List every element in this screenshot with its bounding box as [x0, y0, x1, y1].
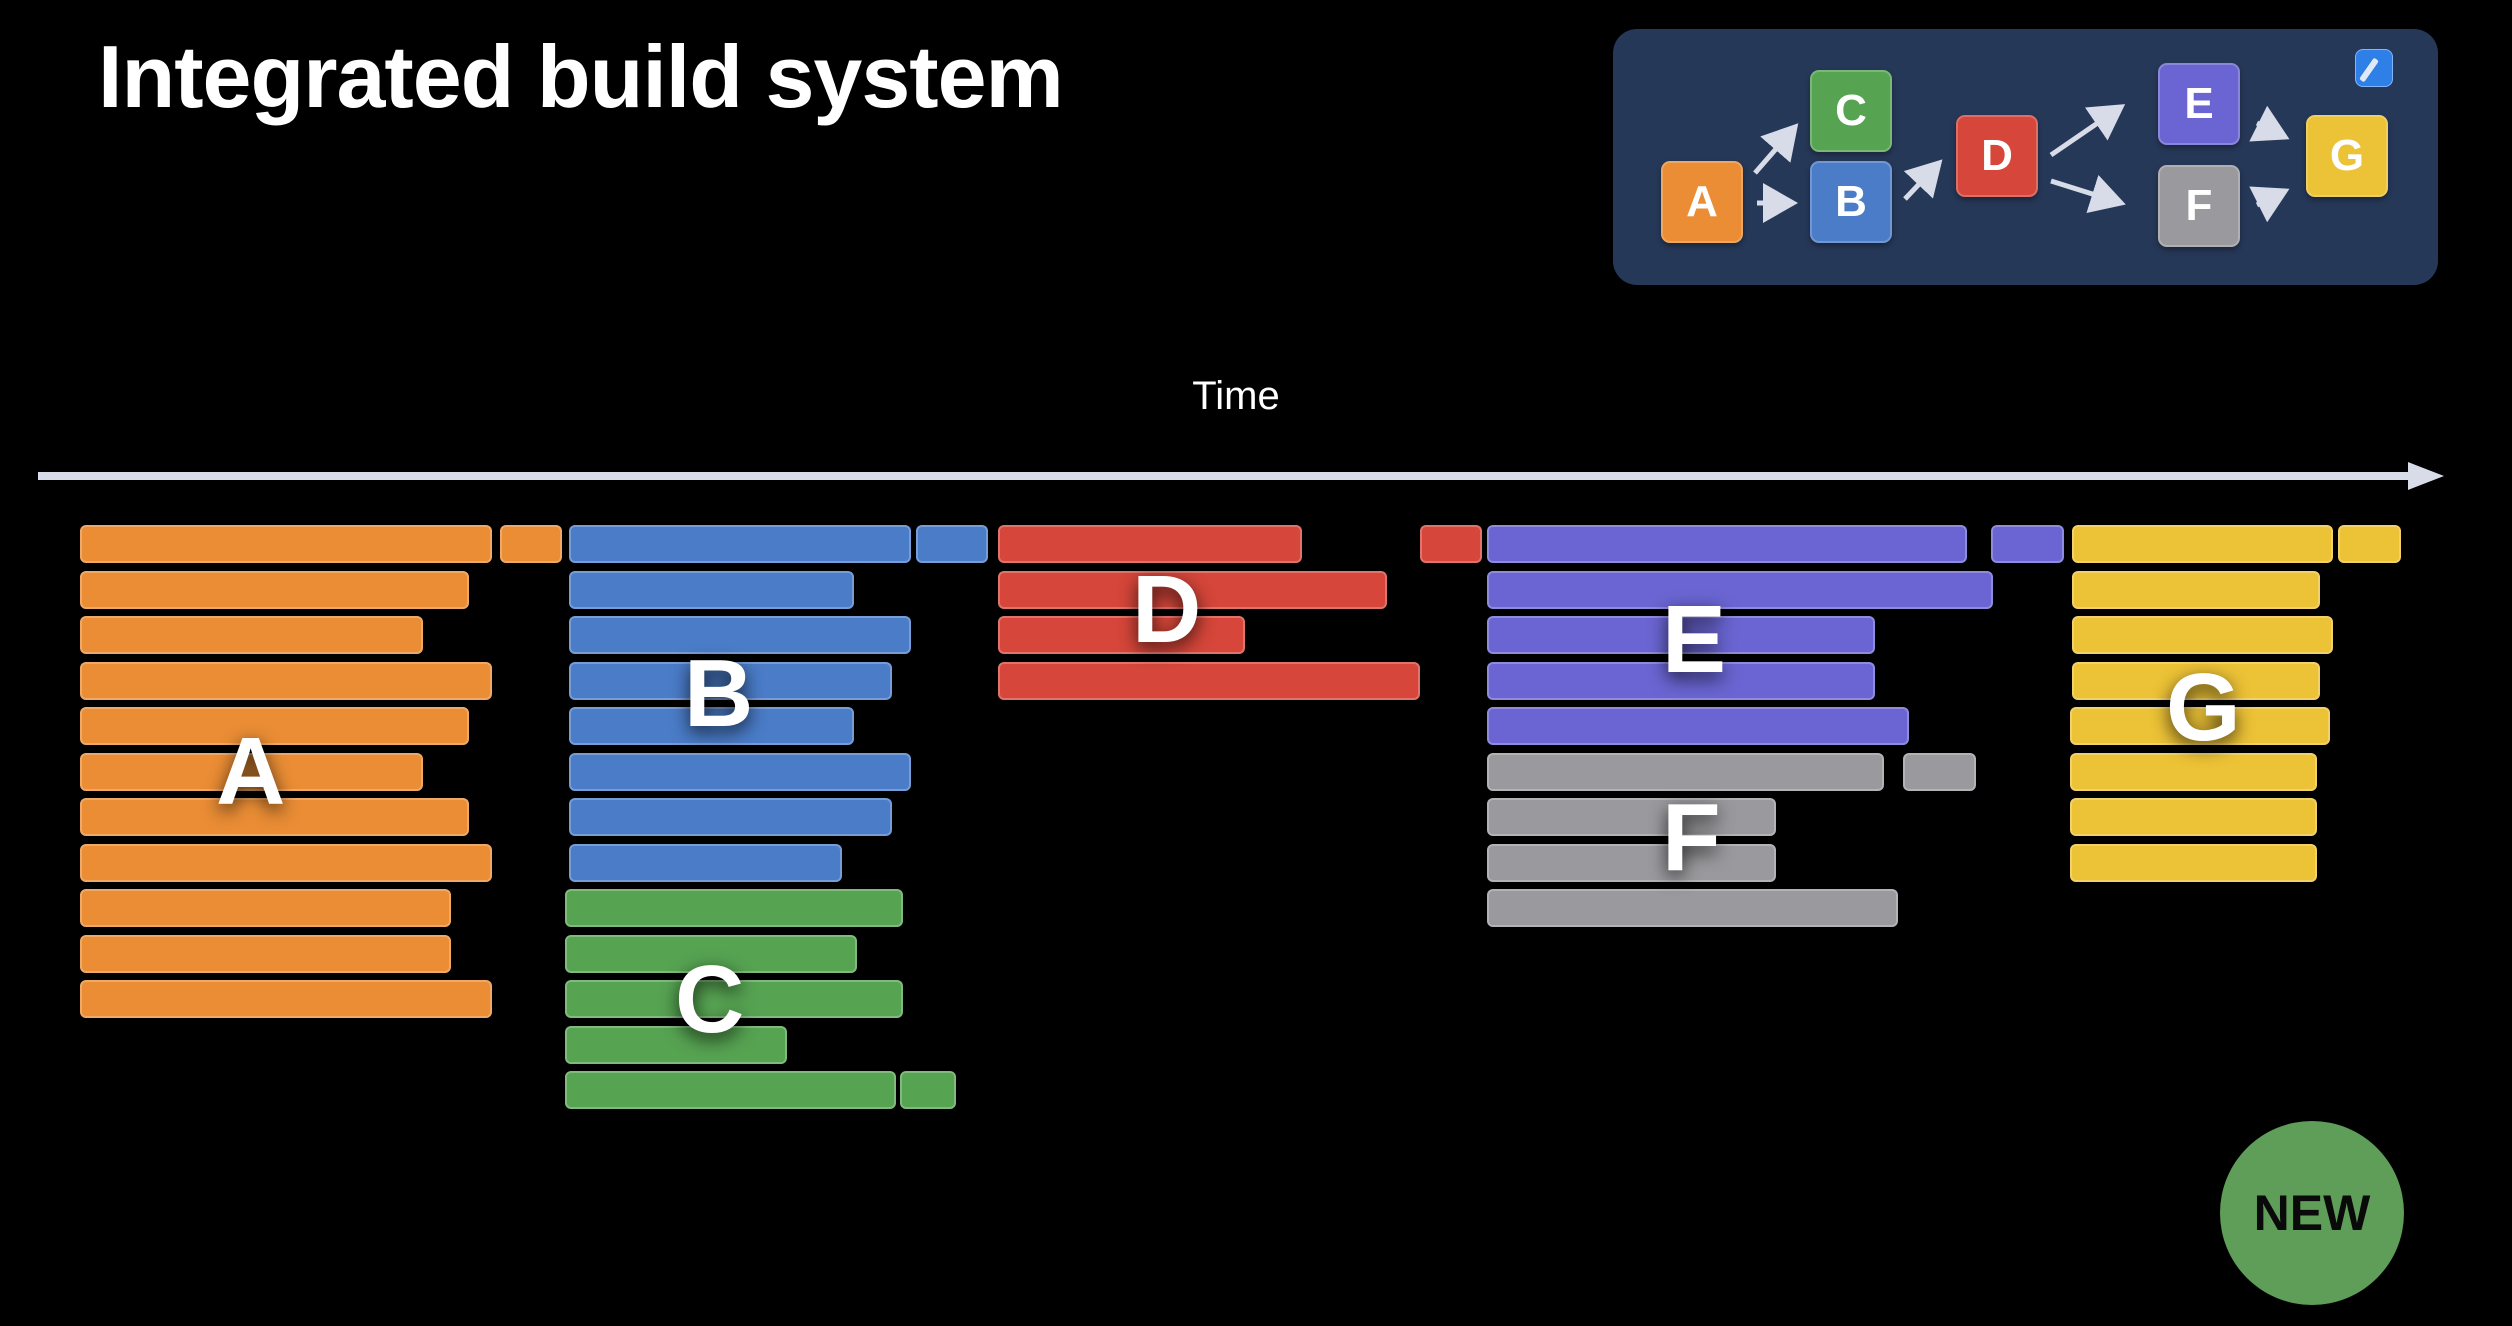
task-bar-g-9 [2070, 843, 2317, 882]
task-bar-e-2 [1991, 525, 2064, 563]
task-bar-b-1 [569, 525, 911, 563]
task-bar-a-6 [80, 707, 469, 745]
task-bar-c-1 [565, 889, 903, 927]
task-bar-d-3 [998, 570, 1387, 609]
task-bar-g-7 [2070, 752, 2317, 791]
task-bar-d-1 [998, 525, 1302, 563]
edge-e-g [2249, 105, 2290, 142]
task-bar-f-1 [1487, 752, 1884, 791]
graph-node-f: F [2158, 165, 2240, 247]
task-bar-b-6 [569, 707, 854, 745]
task-bar-e-6 [1487, 707, 1909, 745]
graph-node-b: B [1810, 161, 1892, 243]
target-label-a: A [216, 718, 286, 825]
task-bar-a-4 [80, 616, 423, 654]
task-bar-b-4 [569, 616, 911, 654]
xcode-icon [2355, 49, 2393, 87]
task-bar-a-2 [500, 525, 562, 563]
task-bar-b-3 [569, 570, 854, 609]
dependency-graph-panel: A C B D E F G [1613, 29, 2438, 285]
task-bar-b-9 [569, 843, 842, 882]
task-bar-a-7 [80, 752, 423, 791]
task-bar-e-1 [1487, 525, 1967, 563]
task-bar-d-4 [998, 616, 1245, 654]
task-bar-a-1 [80, 525, 492, 563]
task-bar-b-2 [916, 525, 988, 563]
task-bar-a-11 [80, 934, 451, 973]
target-label-c: C [675, 946, 745, 1053]
new-badge: NEW [2220, 1121, 2404, 1305]
task-bar-c-2 [565, 934, 857, 973]
task-bar-g-5 [2072, 661, 2320, 700]
target-label-e: E [1662, 586, 1727, 693]
target-label-d: D [1132, 556, 1202, 663]
graph-node-c: C [1810, 70, 1892, 152]
task-bar-d-5 [998, 661, 1420, 700]
edge-a-c [1753, 123, 1799, 175]
graph-node-d: D [1956, 115, 2038, 197]
task-bar-f-3 [1487, 798, 1776, 836]
task-bar-g-1 [2072, 525, 2333, 563]
time-axis-arrow [38, 462, 2444, 490]
task-bar-g-6 [2070, 707, 2330, 745]
task-bar-b-5 [569, 661, 892, 700]
page-title: Integrated build system [98, 27, 1064, 126]
graph-node-g: G [2306, 115, 2388, 197]
edge-d-f [2050, 174, 2126, 214]
edge-b-d [1903, 159, 1943, 201]
task-bar-b-7 [569, 752, 911, 791]
task-bar-d-2 [1420, 525, 1482, 563]
task-bar-f-4 [1487, 843, 1776, 882]
task-bar-a-8 [80, 798, 469, 836]
task-bar-g-2 [2338, 525, 2401, 563]
task-bar-f-5 [1487, 889, 1898, 927]
task-bar-f-2 [1903, 752, 1976, 791]
graph-node-a: A [1661, 161, 1743, 243]
task-bar-a-5 [80, 661, 492, 700]
task-bar-c-3 [565, 980, 903, 1018]
task-bar-e-4 [1487, 616, 1875, 654]
edge-d-e [2049, 104, 2126, 158]
task-bar-g-3 [2072, 570, 2320, 609]
task-bar-g-4 [2072, 616, 2333, 654]
target-label-g: G [2166, 654, 2241, 761]
task-bar-c-5 [565, 1071, 896, 1109]
task-bar-c-6 [900, 1071, 956, 1109]
task-bar-a-12 [80, 980, 492, 1018]
graph-node-e: E [2158, 63, 2240, 145]
target-label-b: B [684, 640, 754, 747]
dependency-arrows [1753, 104, 2290, 223]
edge-f-g [2249, 186, 2290, 223]
task-bar-c-4 [565, 1025, 787, 1064]
task-bar-a-3 [80, 570, 469, 609]
task-bar-b-8 [569, 798, 892, 836]
task-bar-g-8 [2070, 798, 2317, 836]
time-axis-label: Time [1192, 374, 1280, 418]
target-label-f: F [1662, 784, 1721, 891]
task-bar-a-10 [80, 889, 451, 927]
task-bar-a-9 [80, 843, 492, 882]
task-bar-e-5 [1487, 661, 1875, 700]
task-bar-e-3 [1487, 570, 1993, 609]
